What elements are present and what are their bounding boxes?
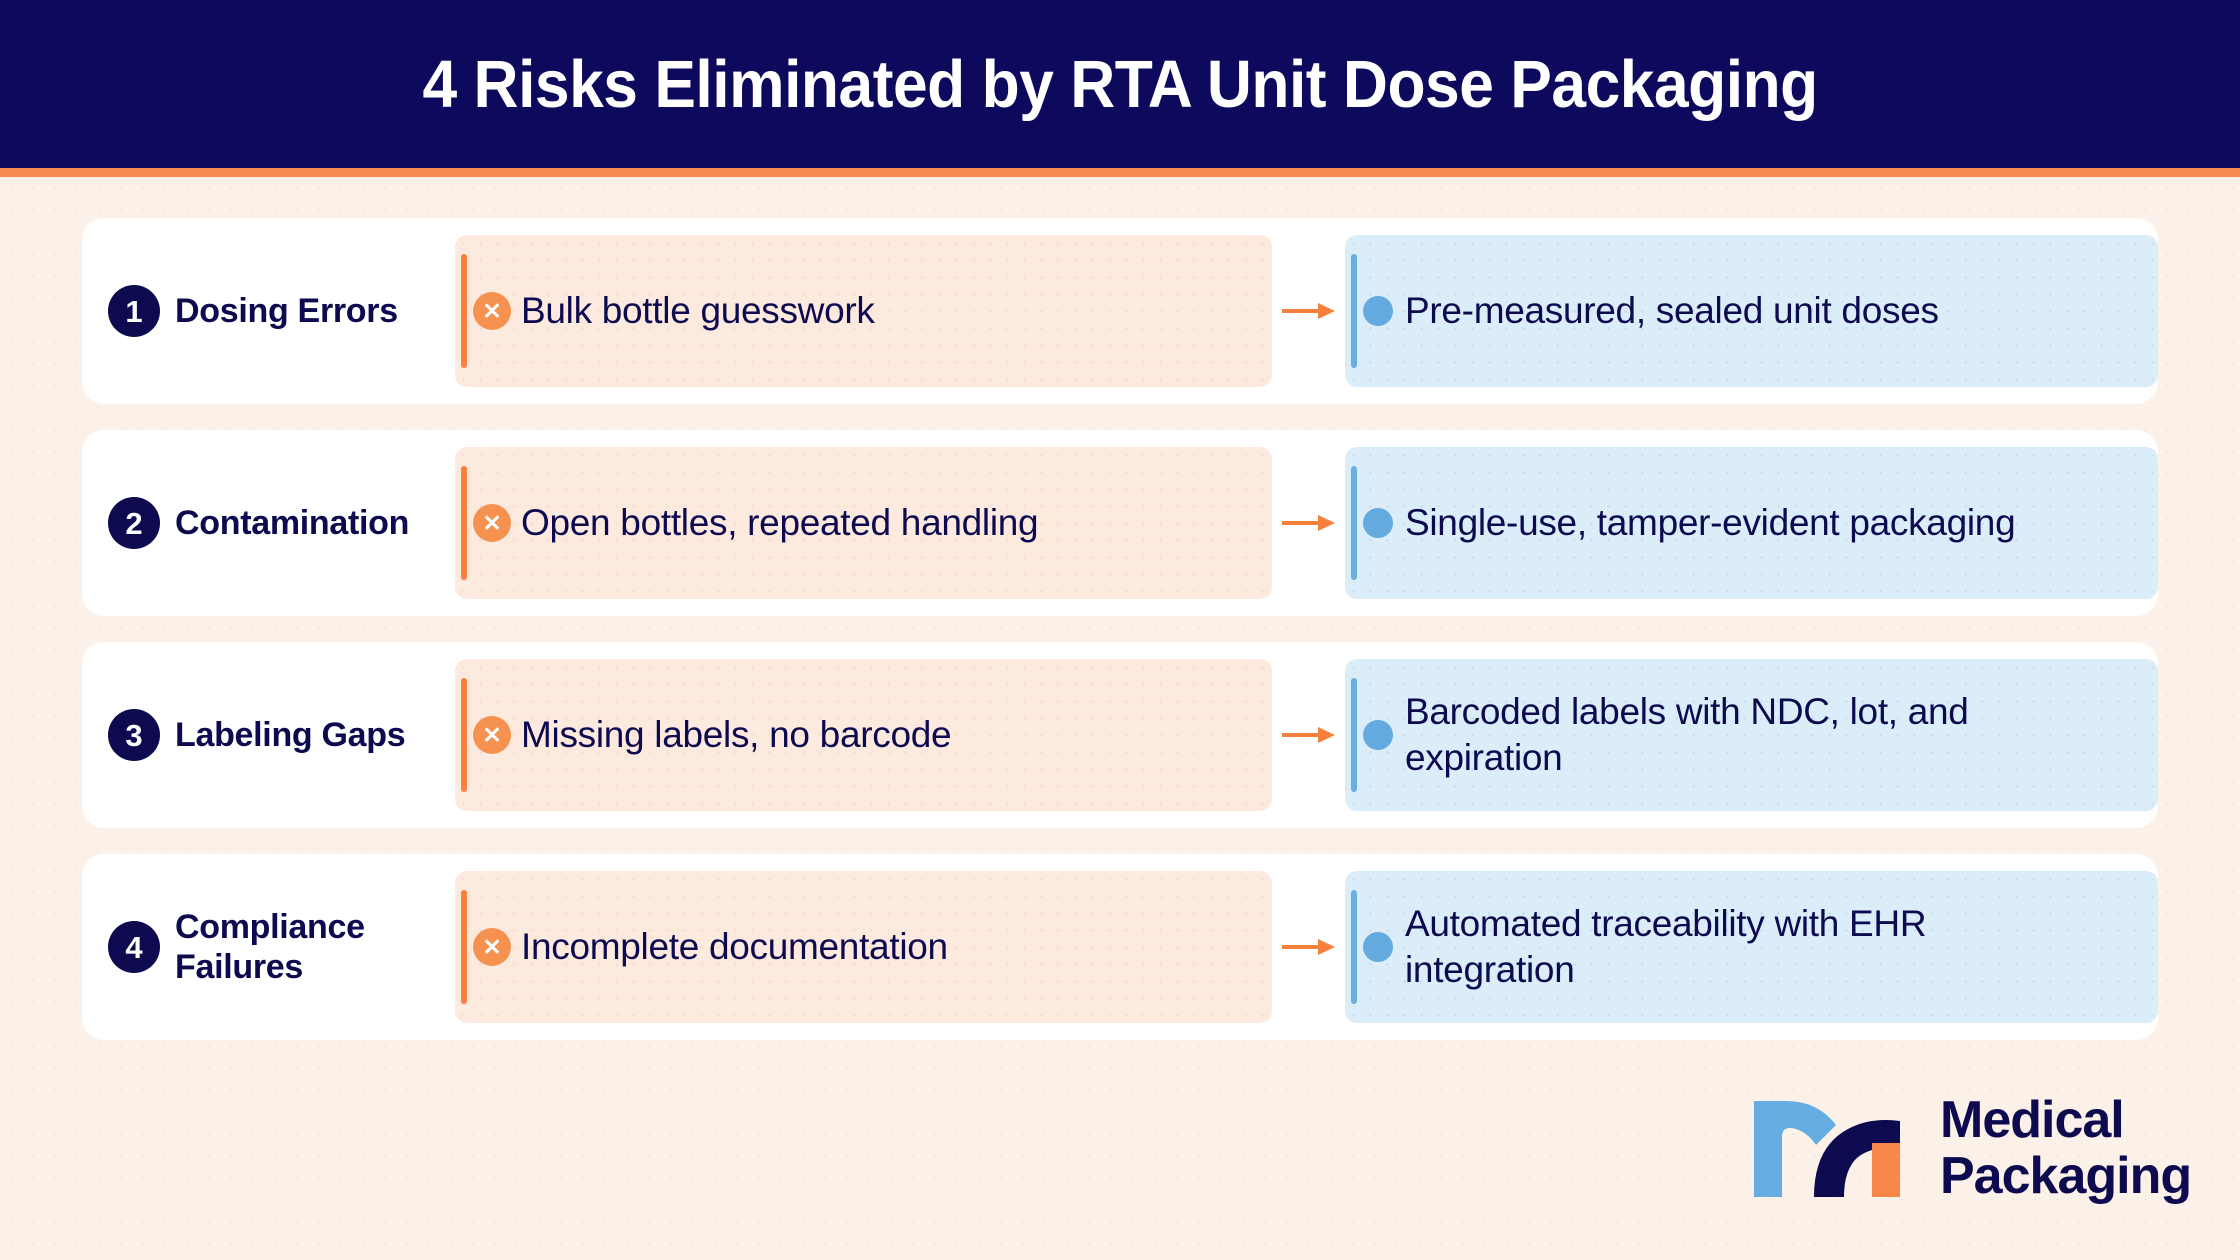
solution-panel: Single-use, tamper-evident packaging [1345,447,2158,599]
arrow-right-icon [1272,298,1345,324]
solution-description: Barcoded labels with NDC, lot, and expir… [1405,690,1969,778]
bullet-dot-icon [1363,508,1393,538]
solution-accent-bar [1351,466,1357,580]
x-circle-icon: ✕ [473,928,511,966]
solution-accent-bar [1351,254,1357,368]
risk-solution-list: 1 Dosing Errors ✕ Bulk bottle guesswork … [82,218,2158,1040]
step-number-badge: 4 [108,921,160,973]
risk-category-title: Contamination [175,503,410,542]
risk-category-title: Dosing Errors [175,291,398,330]
page-title: 4 Risks Eliminated by RTA Unit Dose Pack… [422,46,1818,122]
risk-description: Open bottles, repeated handling [521,501,1039,543]
arrow-right-glyph [1281,303,1335,319]
step-number-badge: 1 [108,285,160,337]
solution-description: Automated traceability with EHR integrat… [1405,902,1927,990]
risk-panel: ✕ Open bottles, repeated handling [455,447,1272,599]
header-accent-rule [0,168,2240,177]
solution-description: Single-use, tamper-evident packaging [1405,501,2016,543]
x-circle-icon: ✕ [473,716,511,754]
brand-logo-line2: Packaging [1940,1147,2192,1206]
risk-accent-bar [461,678,467,792]
solution-panel: Barcoded labels with NDC, lot, and expir… [1345,659,2158,811]
brand-logo: Medical Packaging [1752,1091,2192,1206]
arrow-right-icon [1272,934,1345,960]
list-item: 3 Labeling Gaps ✕ Missing labels, no bar… [82,642,2158,828]
arrow-right-glyph [1281,939,1335,955]
solution-description: Pre-measured, sealed unit doses [1405,289,1939,331]
arrow-right-glyph [1281,515,1335,531]
step-number-badge: 2 [108,497,160,549]
risk-category-title: Compliance Failures [175,907,365,986]
solution-panel: Pre-measured, sealed unit doses [1345,235,2158,387]
arrow-right-icon [1272,510,1345,536]
x-circle-icon: ✕ [473,292,511,330]
bullet-dot-icon [1363,296,1393,326]
list-item: 1 Dosing Errors ✕ Bulk bottle guesswork … [82,218,2158,404]
solution-accent-bar [1351,890,1357,1004]
risk-panel: ✕ Missing labels, no barcode [455,659,1272,811]
logo-mark-glyph [1754,1101,1900,1198]
risk-label-group: 2 Contamination [82,497,455,549]
arrow-right-icon [1272,722,1345,748]
risk-accent-bar [461,466,467,580]
solution-panel: Automated traceability with EHR integrat… [1345,871,2158,1023]
risk-label-group: 4 Compliance Failures [82,907,455,987]
risk-panel: ✕ Incomplete documentation [455,871,1272,1023]
list-item: 4 Compliance Failures ✕ Incomplete docum… [82,854,2158,1040]
risk-description: Incomplete documentation [521,925,948,967]
brand-logo-line1: Medical [1940,1091,2125,1149]
medical-packaging-m-logo-icon [1752,1093,1914,1203]
risk-accent-bar [461,890,467,1004]
x-circle-icon: ✕ [473,504,511,542]
list-item: 2 Contamination ✕ Open bottles, repeated… [82,430,2158,616]
risk-description: Bulk bottle guesswork [521,289,875,331]
bullet-dot-icon [1363,932,1393,962]
risk-label-group: 1 Dosing Errors [82,285,455,337]
page-header: 4 Risks Eliminated by RTA Unit Dose Pack… [0,0,2240,168]
arrow-right-glyph [1281,727,1335,743]
risk-category-title: Labeling Gaps [175,715,406,754]
risk-label-group: 3 Labeling Gaps [82,709,455,761]
risk-description: Missing labels, no barcode [521,713,952,755]
solution-accent-bar [1351,678,1357,792]
risk-panel: ✕ Bulk bottle guesswork [455,235,1272,387]
bullet-dot-icon [1363,720,1393,750]
risk-accent-bar [461,254,467,368]
step-number-badge: 3 [108,709,160,761]
brand-logo-text: Medical Packaging [1940,1091,2192,1206]
